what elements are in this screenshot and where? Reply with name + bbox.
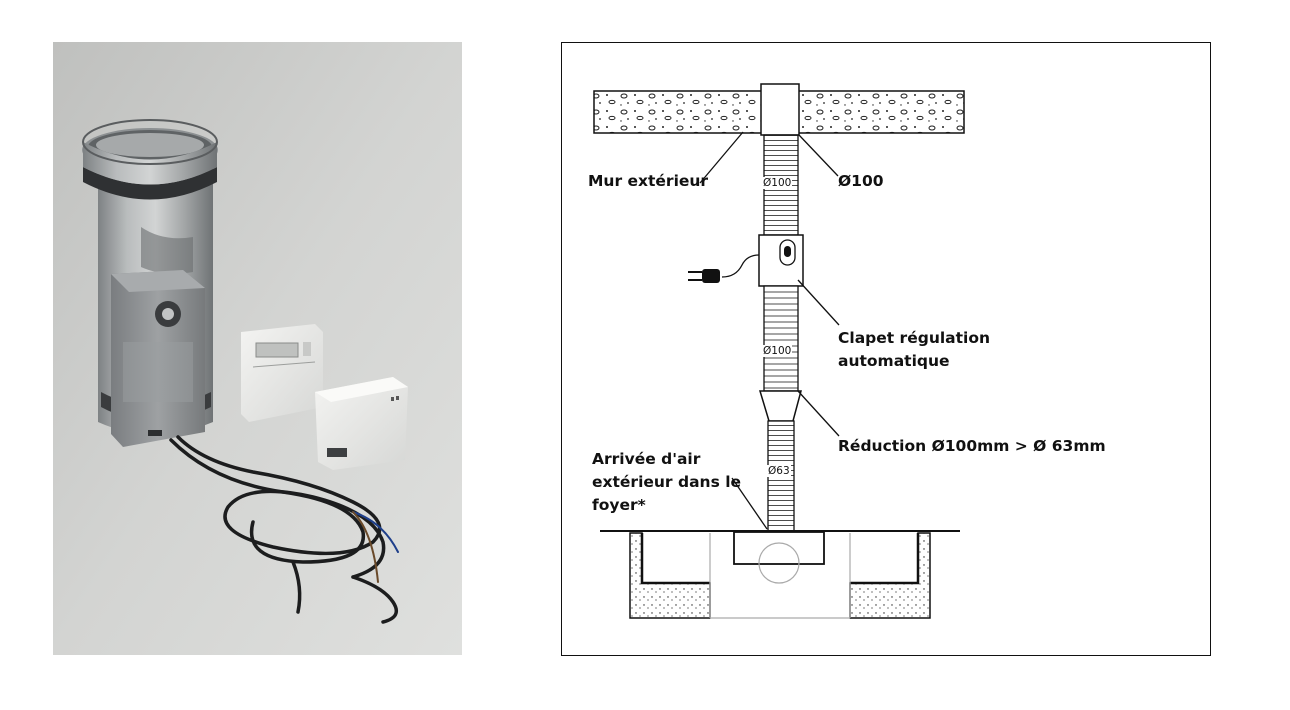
actuator-motor [111,270,205,447]
label-clapet-line1: Clapet régulation [838,329,991,347]
regulation-damper [721,234,804,287]
label-arrivee-line2: extérieur dans le [592,473,742,491]
relay-box [315,377,408,470]
label-reduction: Réduction Ø100mm > Ø 63mm [838,437,1106,455]
label-clapet-line2: automatique [838,352,950,370]
installation-diagram: Ø100 Ø100 Ø63 Mur extérieur Ø100 Clapet … [561,42,1211,656]
product-photo [53,42,462,655]
label-arrivee-line1: Arrivée d'air [592,450,701,468]
label-arrivee-line3: foyer* [592,496,646,514]
power-plug-icon [688,269,720,283]
cable-coil [169,435,399,624]
leader-lines [699,131,840,530]
label-diam-100: Ø100 [838,172,884,190]
duct-middle [763,285,799,392]
hearth-foyer [629,531,931,619]
label-mur-exterieur: Mur extérieur [588,172,709,190]
room-controller [241,324,323,422]
outer-wall [593,83,965,136]
duct-marking-upper: Ø100 [762,177,793,189]
duct-marking-lower: Ø63 [767,465,791,477]
duct-marking-middle: Ø100 [762,345,793,357]
reducer [758,390,802,422]
